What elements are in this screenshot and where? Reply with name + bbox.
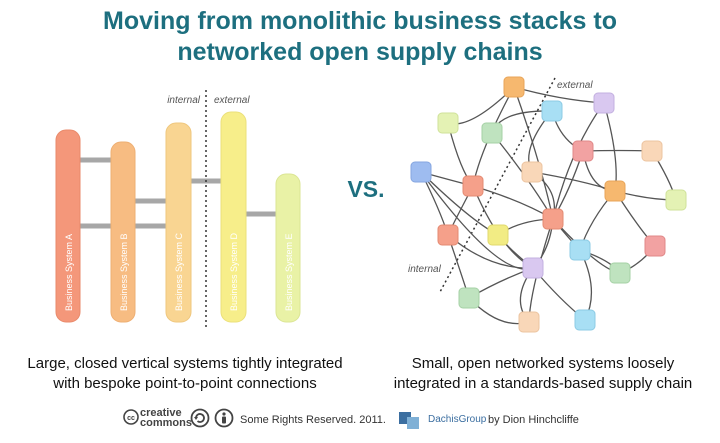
title-line-2: networked open supply chains	[177, 38, 543, 66]
network-node	[462, 175, 484, 197]
license-text: Some Rights Reserved. 2011.	[240, 414, 386, 426]
creative-commons-icon: cc	[123, 409, 139, 425]
network-node	[542, 208, 564, 230]
system-bar-c	[165, 122, 192, 323]
network-edge	[603, 102, 617, 192]
network-node	[541, 100, 563, 122]
svg-text:cc: cc	[127, 415, 135, 422]
network-node	[569, 239, 591, 261]
network-edges	[420, 86, 677, 325]
monolithic-stacks-diagram: Business System A Business System B Busi…	[55, 90, 301, 328]
share-alike-icon	[190, 408, 210, 428]
network-node	[574, 309, 596, 331]
attribution-icon	[214, 408, 234, 428]
network-edge	[420, 171, 499, 236]
system-bar-b	[110, 141, 136, 323]
dachis-group-logo-icon	[399, 412, 419, 429]
title-line-1: Moving from monolithic business stacks t…	[103, 7, 617, 35]
network-node	[609, 262, 631, 284]
vs-label: VS.	[347, 176, 384, 202]
system-bar-a	[55, 129, 81, 323]
network-diagram: external internal	[408, 76, 687, 333]
system-label-a: Business System A	[64, 234, 74, 311]
network-nodes	[410, 76, 687, 333]
network-node	[437, 224, 459, 246]
network-node	[437, 112, 459, 134]
caption-left: Large, closed vertical systems tightly i…	[27, 355, 343, 392]
label-external-left: external	[214, 95, 250, 106]
system-bar-e	[275, 173, 301, 323]
network-node	[665, 189, 687, 211]
network-node	[572, 140, 594, 162]
network-node	[458, 287, 480, 309]
label-internal-right: internal	[408, 264, 442, 275]
network-node	[481, 122, 503, 144]
network-edge	[513, 86, 554, 220]
network-edge	[472, 185, 554, 220]
network-node	[522, 257, 544, 279]
cc-line-1: creative	[140, 407, 182, 419]
network-node	[644, 235, 666, 257]
network-node	[410, 161, 432, 183]
footer: cc creative commons Some Rights Reserved…	[0, 406, 720, 436]
cc-line-2: commons	[140, 417, 192, 429]
page-title: Moving from monolithic business stacks t…	[0, 6, 720, 68]
system-label-e: Business System E	[284, 233, 294, 311]
system-label-c: Business System C	[174, 232, 184, 311]
network-node	[604, 180, 626, 202]
network-node	[521, 161, 543, 183]
network-node	[487, 224, 509, 246]
network-divider	[439, 77, 556, 293]
author-credit: by Dion Hinchcliffe	[488, 414, 579, 426]
network-node	[503, 76, 525, 98]
network-node	[518, 311, 540, 333]
system-label-b: Business System B	[119, 233, 129, 311]
creative-commons-logo-text: creative commons	[140, 407, 192, 429]
system-label-d: Business System D	[229, 232, 239, 311]
caption-right: Small, open networked systems loosely in…	[393, 355, 693, 392]
point-to-point-connectors	[80, 157, 276, 229]
system-bar-d	[220, 111, 247, 323]
label-external-right: external	[557, 80, 593, 91]
label-internal-left: internal	[167, 95, 201, 106]
network-node	[593, 92, 615, 114]
company-name: DachisGroup	[428, 414, 487, 425]
network-node	[641, 140, 663, 162]
